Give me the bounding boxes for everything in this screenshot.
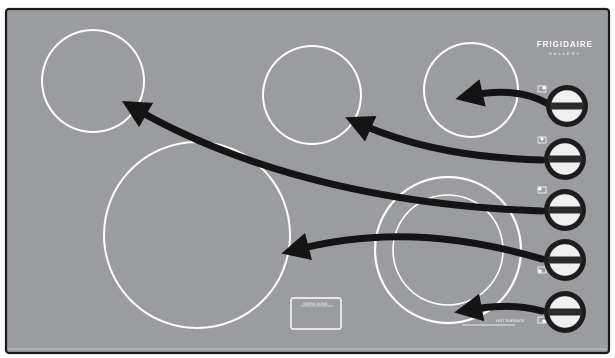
left-rear-position-icon [537,186,547,194]
center-rear-position-icon [537,136,547,144]
arrow-knob4-to-left-front [281,232,546,263]
knob-center-rear[interactable] [544,138,586,180]
center-rear-burner [262,45,362,145]
knob-right-rear[interactable] [546,85,588,127]
right-rear-position-icon [537,85,547,93]
brand-logo: FRIGIDAIRE GALLERY [537,41,593,56]
warming-zone-outline [290,297,342,330]
arrow-knob1-to-right-rear [455,79,552,108]
warming-zone-label: WARM ZONE [303,301,328,306]
left-rear-burner [41,29,145,133]
brand-name: FRIGIDAIRE [536,40,593,49]
right-rear-burner [423,42,519,138]
left-front-position-icon [537,266,547,274]
knob-left-front[interactable] [544,239,586,281]
arrow-knob3-to-left-rear [121,101,546,215]
brand-line: GALLERY [548,51,582,56]
hot-surface-label: HOT SURFACE [496,318,525,323]
knob-left-rear[interactable] [544,189,586,231]
arrow-knob5-to-right-front [454,293,546,322]
knob-right-front[interactable] [544,291,586,333]
arrow-knob2-to-center-rear [345,115,546,164]
